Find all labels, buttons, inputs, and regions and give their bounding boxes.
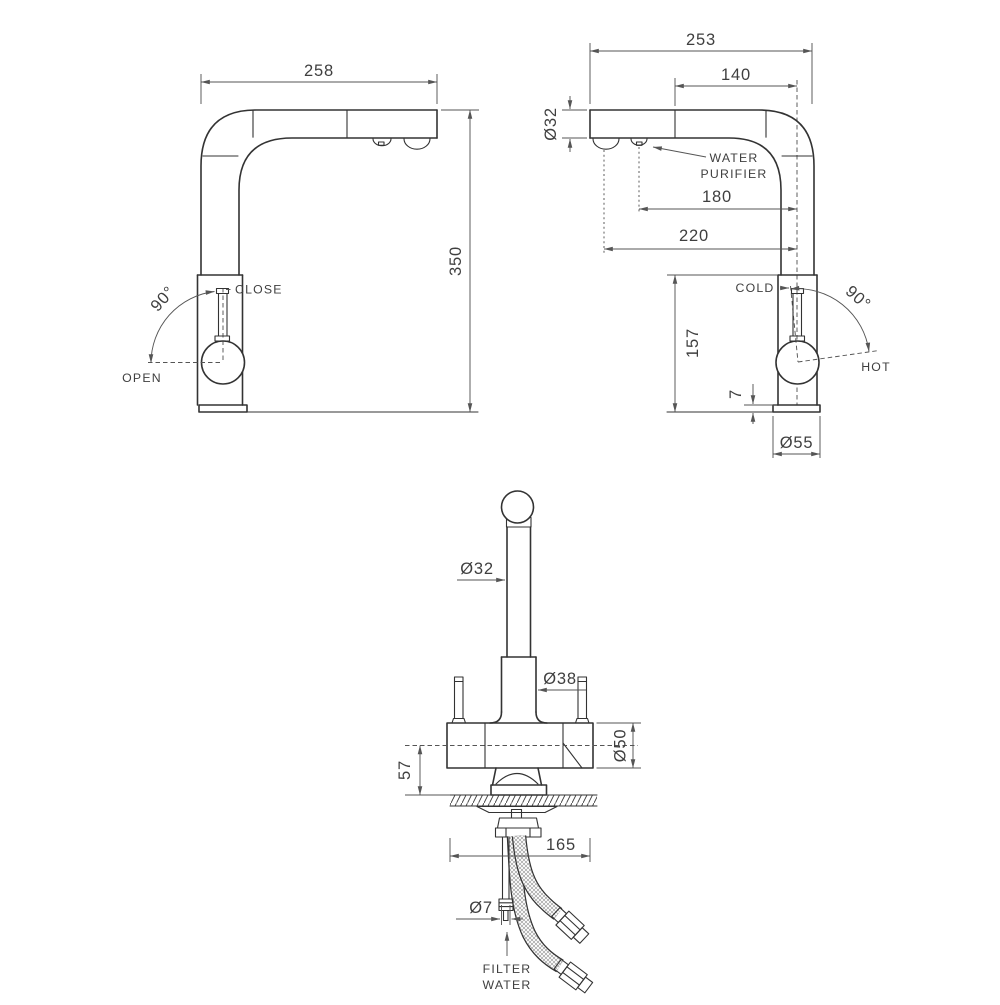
dimension-width-258: 258 (200, 62, 438, 104)
faucet-outline-side-left (148, 109, 479, 413)
dim-spout-diameter: Ø32 (542, 107, 560, 141)
countertop-deck (405, 794, 598, 807)
base-plate-left (198, 404, 248, 413)
dimension-body-dia-50: Ø50 (596, 722, 641, 769)
cold-label: COLD (736, 281, 775, 295)
dimension-footprint-165: 165 (449, 836, 591, 862)
dimension-base-dia-55: Ø55 (772, 416, 821, 458)
dimension-head-140: 140 (674, 66, 798, 106)
water-purifier-label-line1: WATER (709, 151, 758, 165)
side-lever-right-front (574, 676, 590, 724)
mounting-flange-front (490, 784, 548, 796)
dim-width-left-view: 258 (304, 62, 334, 80)
side-view-open-close: 258 350 90° CLOSE OPEN (122, 62, 479, 413)
dimension-purifier-180: 180 (638, 147, 798, 214)
handle-lever-left (214, 287, 231, 342)
dimension-riser-dia-32: Ø32 (457, 560, 506, 583)
side-view-purifier: 253 140 Ø32 WATER PURIFIER 180 220 (542, 31, 891, 458)
water-purifier-label-line2: PURIFIER (701, 167, 768, 181)
dim-filter-pipe-diameter: Ø7 (469, 899, 493, 917)
dimension-body-157: 157 (667, 274, 777, 413)
spout-outlets-right (592, 138, 648, 150)
dim-deck-to-center: 57 (396, 760, 414, 780)
dim-spray-outlet: 220 (679, 227, 709, 245)
open-label: OPEN (122, 371, 162, 385)
dim-purifier-outlet: 180 (702, 188, 732, 206)
spout-bend-front (500, 490, 535, 524)
front-view: Ø32 Ø38 Ø50 57 165 Ø7 (396, 490, 641, 994)
under-deck-mounting (476, 805, 558, 838)
filter-water-callout: FILTER WATER (482, 931, 532, 992)
water-purifier-callout: WATER PURIFIER (652, 146, 768, 181)
dim-riser-diameter: Ø32 (460, 560, 494, 578)
dimension-base-7: 7 (727, 384, 777, 424)
dim-body-height: 157 (684, 328, 702, 358)
hose-fitting-upper (551, 907, 590, 944)
hose-fitting-lower (553, 958, 594, 994)
dim-head-length: 140 (721, 66, 751, 84)
dim-base-diameter: Ø55 (780, 434, 814, 452)
hose-upper (511, 835, 563, 920)
filter-water-label-line2: WATER (482, 978, 531, 992)
dimension-height-350: 350 (441, 109, 479, 413)
dimension-spout-dia-32: Ø32 (542, 96, 587, 152)
close-label: CLOSE (235, 283, 283, 297)
handle-ball-right (775, 340, 820, 385)
dim-body-diameter: Ø50 (612, 729, 630, 763)
dimension-spray-220: 220 (603, 150, 798, 254)
rotation-angle-right: 90° (842, 282, 874, 314)
dim-footprint: 165 (546, 836, 576, 854)
hose-lower (506, 835, 564, 973)
faucet-outline-front (405, 490, 598, 994)
hot-label: HOT (861, 360, 891, 374)
dim-base-height: 7 (727, 389, 745, 399)
handle-ball-left (200, 340, 246, 385)
dimension-width-253: 253 (589, 31, 813, 104)
spout-outlets-left (372, 138, 431, 150)
filter-water-pipe (498, 836, 514, 922)
side-lever-left-front (451, 676, 467, 724)
dim-height-left-view: 350 (447, 246, 465, 276)
dim-width-right-view: 253 (686, 31, 716, 49)
supply-hoses (506, 835, 594, 994)
dimension-filter-pipe-7: Ø7 (456, 899, 523, 925)
dimension-deck-57: 57 (396, 745, 423, 796)
dim-lower-riser-diameter: Ø38 (543, 670, 577, 688)
dimension-lower-riser-dia-38: Ø38 (537, 670, 586, 693)
base-plate-right (772, 404, 821, 413)
filter-water-label-line1: FILTER (483, 962, 532, 976)
